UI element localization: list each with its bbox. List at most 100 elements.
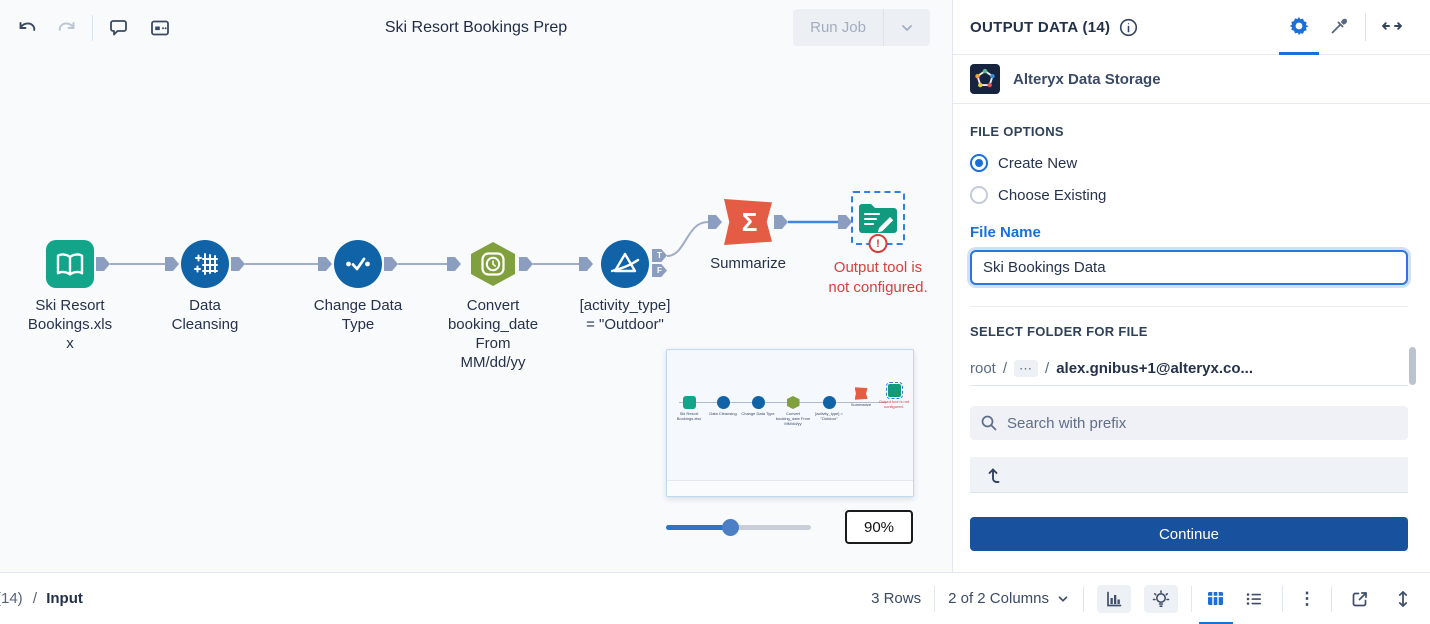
left-right-arrows-icon [1380, 15, 1404, 37]
file-name-input[interactable] [970, 250, 1408, 285]
connector-name: Alteryx Data Storage [1013, 70, 1161, 88]
node-change-data-type[interactable]: Change Data Type [303, 240, 413, 334]
undo-button[interactable] [10, 11, 44, 45]
run-job-button[interactable]: Run Job [810, 19, 866, 36]
connector-row[interactable]: Alteryx Data Storage [953, 55, 1430, 104]
minimap-convert-icon [786, 396, 800, 409]
breadcrumb-root[interactable]: root [970, 359, 996, 377]
radio-unselected-icon[interactable] [970, 186, 988, 204]
bottombar-divider [1191, 585, 1192, 612]
resize-panel-button[interactable] [1388, 585, 1418, 613]
results-bottom-bar: (14) / Input 3 Rows 2 of 2 Columns [0, 572, 1430, 624]
comment-button[interactable] [101, 11, 135, 45]
minimap-connector-line [679, 402, 887, 403]
minimap-output-icon [885, 382, 903, 399]
workflow-canvas[interactable]: Ski Resort Bookings Prep Run Job [0, 0, 953, 572]
radio-label: Create New [998, 154, 1078, 172]
node-filter[interactable]: [activity_type] = "Outdoor" [570, 240, 680, 334]
redo-button[interactable] [50, 11, 84, 45]
toolbar-divider [92, 14, 93, 41]
breadcrumb-ellipsis[interactable]: ⋯ [1014, 359, 1039, 377]
tab-configuration[interactable] [1279, 0, 1319, 55]
expand-panel-button[interactable] [1372, 0, 1412, 55]
node-data-cleansing[interactable]: Data Cleansing [150, 240, 260, 334]
info-icon[interactable] [1119, 18, 1138, 37]
run-job-dropdown[interactable] [884, 9, 930, 46]
open-in-new-button[interactable] [1345, 585, 1375, 613]
node-output[interactable]: ! Output tool is not configured. [823, 191, 933, 298]
output-selection-box: ! [851, 191, 905, 253]
continue-button[interactable]: Continue [970, 517, 1408, 551]
filter-false-anchor[interactable]: F [652, 264, 667, 277]
file-name-label: File Name [970, 224, 1041, 241]
file-options-heading: FILE OPTIONS [970, 124, 1064, 139]
results-breadcrumb: (14) / Input [0, 590, 83, 607]
panel-header: OUTPUT DATA (14) [953, 0, 1430, 55]
insights-button[interactable] [1144, 584, 1178, 613]
folder-up-row[interactable] [970, 457, 1408, 493]
error-badge-icon: ! [868, 234, 888, 253]
gear-icon [1288, 15, 1310, 37]
run-job-split-button: Run Job [793, 9, 930, 46]
profile-chart-button[interactable] [1097, 584, 1131, 613]
search-icon [980, 414, 998, 432]
sigma-glyph: Σ [741, 206, 758, 237]
results-breadcrumb-separator: / [32, 590, 38, 607]
panel-tools-divider [1365, 13, 1366, 41]
node-label: Ski Resort Bookings.xlsx [27, 297, 113, 352]
comment-icon [108, 17, 129, 38]
filter-true-anchor[interactable]: T [652, 249, 667, 262]
results-breadcrumb-current: Input [46, 590, 83, 607]
minimap-input-icon [682, 396, 696, 409]
node-label: Data Cleansing [171, 297, 239, 333]
datetime-hexagon-icon [467, 240, 519, 288]
folder-search-input[interactable] [1007, 414, 1398, 432]
panel-title: OUTPUT DATA (14) [970, 18, 1111, 36]
radio-create-new[interactable]: Create New [970, 147, 1408, 179]
list-view-button[interactable] [1239, 585, 1269, 613]
zoom-slider-thumb[interactable] [722, 519, 739, 536]
breadcrumb-separator: / [1002, 359, 1008, 377]
minimap-node: Ski Resort Bookings.xlsx [671, 396, 707, 421]
zoom-value-box[interactable]: 90% [845, 510, 913, 544]
external-link-icon [1350, 589, 1370, 609]
node-convert-date[interactable]: Convert booking_date From MM/dd/yy [438, 240, 548, 372]
tab-eyedropper[interactable] [1319, 0, 1359, 55]
more-options-button[interactable]: ⋮ [1298, 588, 1316, 608]
grid-view-tab[interactable] [1198, 573, 1233, 624]
results-controls: 3 Rows 2 of 2 Columns [871, 573, 1418, 624]
folder-breadcrumb: root / ⋯ / alex.gnibus+1@alteryx.co... [970, 347, 1416, 386]
minimap-node: Summarize [843, 387, 879, 407]
select-folder-heading: SELECT FOLDER FOR FILE [970, 324, 1148, 339]
chevron-down-icon [1056, 592, 1070, 606]
folder-search[interactable] [970, 406, 1408, 440]
radio-selected-icon[interactable] [970, 154, 988, 172]
summarize-icon: Σ [724, 198, 772, 246]
zoom-slider[interactable] [666, 519, 811, 536]
excel-input-icon [46, 240, 94, 288]
panel-tools [1279, 0, 1412, 55]
columns-dropdown[interactable]: 2 of 2 Columns [948, 590, 1070, 607]
output-error-text: Output tool is not configured. [828, 259, 928, 296]
node-input-excel[interactable]: Ski Resort Bookings.xlsx [15, 240, 125, 353]
folder-scrollbar-thumb[interactable] [1409, 347, 1416, 385]
results-panel-button[interactable] [143, 11, 177, 45]
node-label: Summarize [710, 255, 786, 272]
results-breadcrumb-prefix: (14) [0, 590, 23, 607]
minimap[interactable]: Ski Resort Bookings.xlsx Data Cleansing … [666, 349, 914, 497]
results-panel-icon [149, 17, 171, 39]
bottombar-divider [1083, 585, 1084, 612]
bottombar-divider [1331, 585, 1332, 612]
active-tab-underline [1198, 621, 1233, 624]
radio-choose-existing[interactable]: Choose Existing [970, 179, 1408, 211]
node-summarize[interactable]: Σ Summarize [693, 198, 803, 273]
output-folder-icon [856, 198, 900, 238]
filter-icon [601, 240, 649, 288]
breadcrumb-separator: / [1045, 359, 1050, 377]
radio-label: Choose Existing [998, 186, 1107, 204]
vertical-arrows-icon [1394, 589, 1412, 609]
run-job-divider [883, 9, 884, 46]
bottombar-divider [1282, 585, 1283, 612]
columns-label: 2 of 2 Columns [948, 590, 1049, 607]
chevron-down-icon [899, 20, 915, 36]
